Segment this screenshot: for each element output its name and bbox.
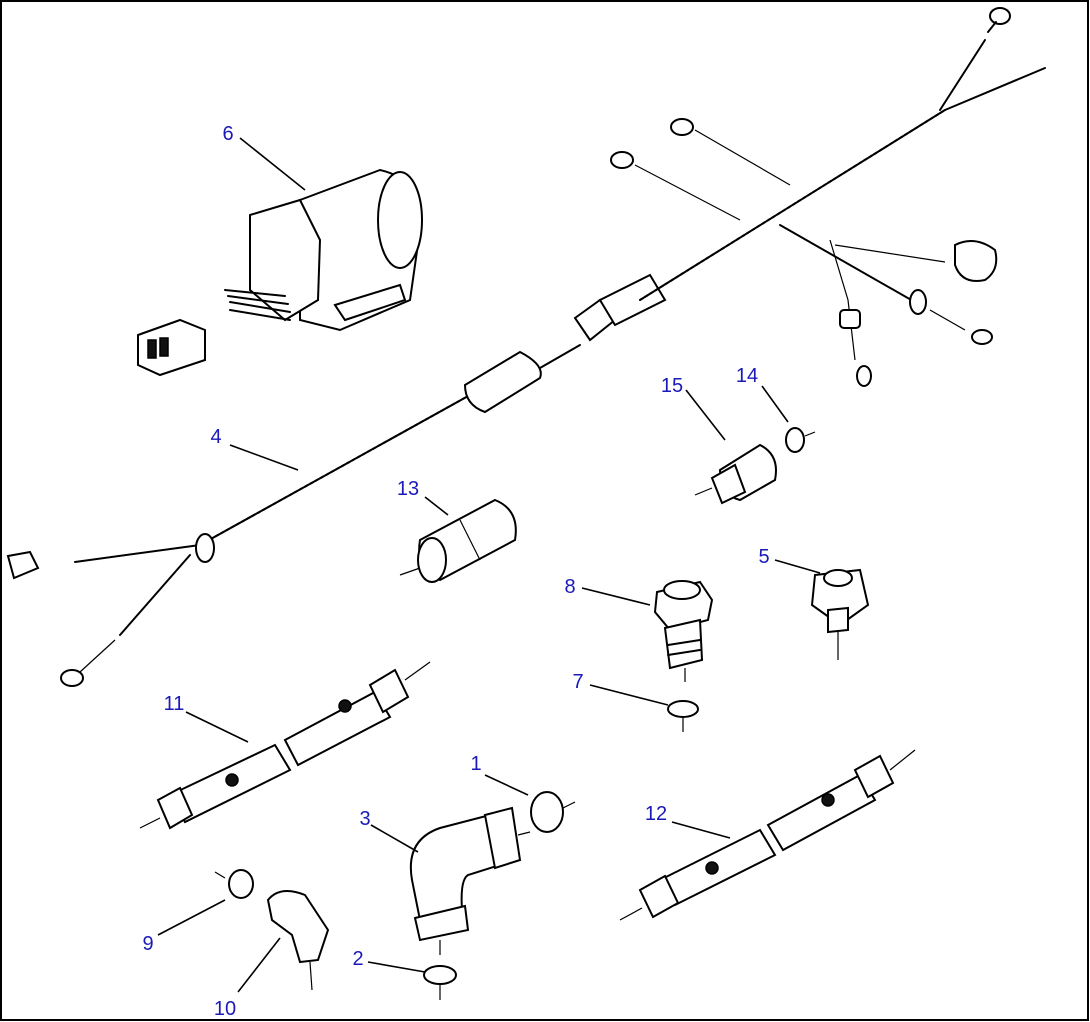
part-15-adapter — [694, 443, 777, 505]
part-4-wiring-harness — [6, 7, 1046, 687]
leader-lines — [157, 137, 821, 993]
part-6-relay-motor — [137, 168, 423, 377]
part-9-o-ring — [214, 869, 254, 899]
callout-4: 4 — [210, 426, 221, 448]
callout-13: 13 — [397, 478, 419, 500]
part-12-hose — [619, 749, 916, 921]
part-1-o-ring — [530, 791, 576, 833]
part-10-elbow — [266, 890, 330, 991]
callout-2: 2 — [352, 948, 363, 970]
callout-12: 12 — [645, 803, 667, 825]
callout-11: 11 — [164, 693, 185, 715]
callout-5: 5 — [758, 546, 769, 568]
part-5-plug — [810, 568, 870, 660]
callout-14: 14 — [736, 365, 758, 387]
callout-6: 6 — [222, 123, 233, 145]
callout-3: 3 — [359, 808, 370, 830]
callout-7: 7 — [572, 671, 583, 693]
part-8-fitting — [653, 580, 714, 682]
callout-1: 1 — [470, 753, 481, 775]
part-14-o-ring — [785, 427, 816, 453]
part-3-elbow — [409, 806, 531, 955]
part-7-o-ring — [667, 700, 699, 732]
callout-9: 9 — [142, 933, 153, 955]
part-11-hose — [139, 661, 431, 830]
callout-labels: 6 4 13 15 14 5 8 7 11 1 3 12 9 10 2 — [142, 123, 769, 1020]
callout-10: 10 — [214, 998, 236, 1020]
callout-15: 15 — [661, 375, 683, 397]
part-2-o-ring — [423, 965, 457, 1000]
part-13-sleeve — [399, 498, 517, 583]
callout-8: 8 — [564, 576, 575, 598]
